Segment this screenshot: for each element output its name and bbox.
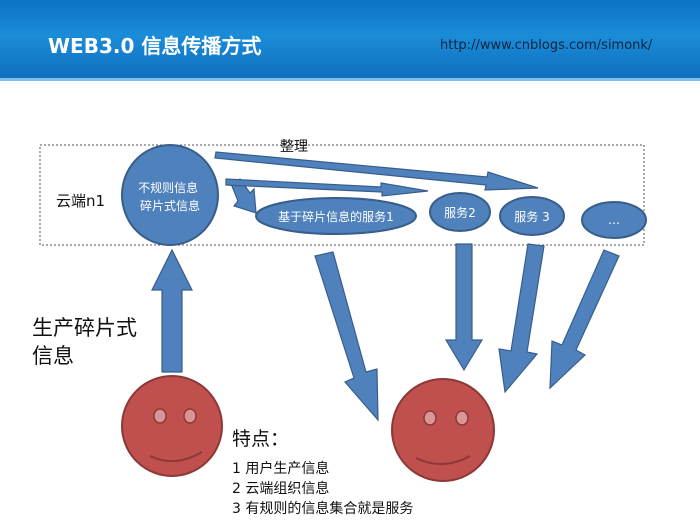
fragment-node-line-2: 碎片式信息 xyxy=(140,198,200,213)
slide-header: WEB3.0 信息传播方式 http://www.cnblogs.com/sim… xyxy=(0,0,700,81)
consumer-face xyxy=(391,378,495,482)
arrow-more-to-consumer xyxy=(549,249,620,390)
features-block: 特点： 1 用户生产信息 2 云端组织信息 3 有规则的信息集合就是服务 xyxy=(232,424,413,519)
arrow-service2-to-consumer xyxy=(444,243,484,372)
fragment-info-node xyxy=(121,144,219,246)
cloud-label: 云端n1 xyxy=(56,192,106,210)
produce-label-line-1: 生产碎片式 xyxy=(32,316,137,340)
service-node-2 xyxy=(429,192,491,232)
feature-item-1: 1 用户生产信息 xyxy=(232,461,330,477)
right-eye-icon xyxy=(183,408,197,424)
slide-title: WEB3.0 信息传播方式 xyxy=(48,34,262,58)
service-label-3: 服务 3 xyxy=(514,209,549,224)
produce-label-line-2: 信息 xyxy=(32,344,74,368)
service-label-2: 服务2 xyxy=(444,205,476,220)
service-node-more xyxy=(581,201,647,239)
arrow-service3-to-consumer xyxy=(498,243,545,394)
feature-item-3: 3 有规则的信息集合就是服务 xyxy=(232,501,414,517)
features-title: 特点： xyxy=(232,428,290,450)
organize-arrow-to-service-2 xyxy=(225,178,429,197)
service-node-3 xyxy=(499,196,565,236)
service-node-1 xyxy=(255,197,417,235)
organize-label: 整理 xyxy=(280,139,308,155)
smile-icon xyxy=(415,455,471,465)
producer-face xyxy=(121,375,223,477)
service-label-more: … xyxy=(608,213,620,227)
arrow-producer-to-cloud xyxy=(151,248,193,373)
service-label-1: 基于碎片信息的服务1 xyxy=(278,209,394,224)
fragment-node-line-1: 不规则信息 xyxy=(138,180,198,195)
cloud-boundary xyxy=(39,144,645,246)
right-eye-icon xyxy=(455,410,469,426)
arrow-cloud-to-consumer xyxy=(314,251,379,422)
left-eye-icon xyxy=(423,410,437,426)
header-url: http://www.cnblogs.com/simonk/ xyxy=(440,38,653,53)
feature-item-2: 2 云端组织信息 xyxy=(232,481,330,497)
organize-arrow-to-service-3 xyxy=(214,151,539,191)
produce-info-label: 生产碎片式 信息 xyxy=(32,314,137,370)
svg-text:不规则信息 碎片式信息: 不规则信息 碎片式信息 xyxy=(138,180,202,213)
left-eye-icon xyxy=(153,408,167,424)
smile-icon xyxy=(149,451,203,463)
